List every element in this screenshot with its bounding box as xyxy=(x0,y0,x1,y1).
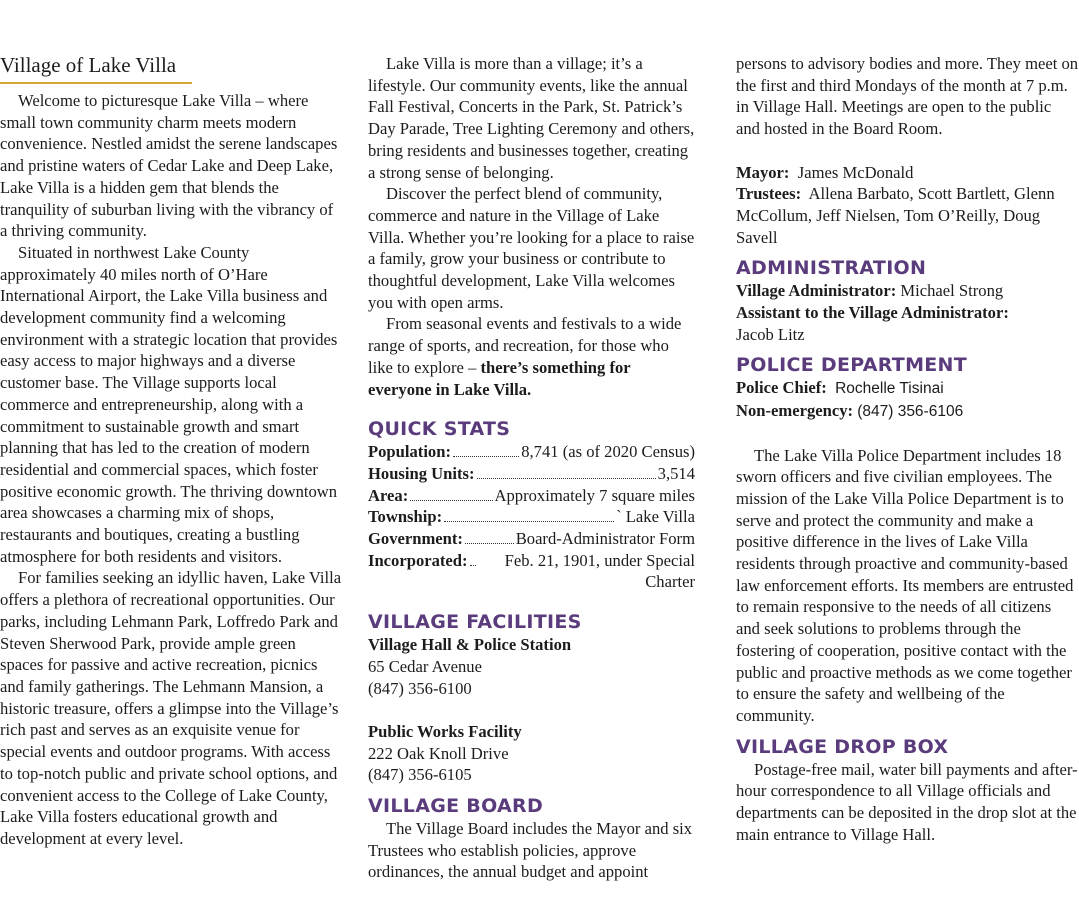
village-board-text: The Village Board includes the Mayor and… xyxy=(368,819,693,882)
intro-paragraph: Welcome to picturesque Lake Villa – wher… xyxy=(0,91,338,241)
stat-label: Housing Units: xyxy=(368,463,475,483)
page-title: Village of Lake Villa xyxy=(0,53,177,77)
police-chief-value: Rochelle Tisinai xyxy=(835,380,944,398)
stat-row-population: Population: 8,741 (as of 2020 Census) xyxy=(368,441,695,463)
stat-row-incorporated: Incorporated: Feb. 21, 1901, under Specia… xyxy=(368,550,695,593)
mayor-line: Mayor: James McDonald xyxy=(736,162,1079,184)
facility-address: 222 Oak Knoll Drive xyxy=(368,743,509,763)
non-emergency-value: (847) 356-6106 xyxy=(857,403,964,421)
mayor-value: James McDonald xyxy=(797,162,914,182)
drop-box-text: Postage-free mail, water bill payments a… xyxy=(736,759,1078,844)
column-2: Lake Villa is more than a village; it’s … xyxy=(368,53,695,883)
stat-leader xyxy=(453,456,520,458)
stat-value: ` Lake Villa xyxy=(616,507,695,527)
drop-box-heading: VILLAGE DROP BOX xyxy=(736,735,949,758)
quick-stats-heading: QUICK STATS xyxy=(368,418,511,441)
police-heading: POLICE DEPARTMENT xyxy=(736,354,968,377)
lifestyle-paragraph: Lake Villa is more than a village; it’s … xyxy=(368,54,695,182)
stat-value: Approximately 7 square miles xyxy=(494,485,695,505)
facility-address: 65 Cedar Avenue xyxy=(368,656,482,676)
administration-heading: ADMINISTRATION xyxy=(736,257,927,280)
assistant-label: Assistant to the Village Administrator: xyxy=(736,303,1009,323)
column-1: Village of Lake Villa Welcome to picture… xyxy=(0,0,343,850)
trustees-value: Allena Barbato, Scott Bartlett, Glenn Mc… xyxy=(736,184,1055,247)
stat-label: Incorporated: xyxy=(368,550,468,570)
administrator-label: Village Administrator: xyxy=(736,281,897,301)
stat-label: Government: xyxy=(368,529,463,549)
assistant-value: Jacob Litz xyxy=(736,324,805,344)
trustees-label: Trustees: xyxy=(736,184,802,204)
village-board-continued: persons to advisory bodies and more. The… xyxy=(736,54,1079,139)
stat-value: Board-Administrator Form xyxy=(515,529,695,549)
administrator-value: Michael Strong xyxy=(900,281,1004,301)
stat-value: 3,514 xyxy=(657,463,695,483)
non-emergency-line: Non-emergency: (847) 356-6106 xyxy=(736,400,1079,423)
stat-leader xyxy=(476,477,656,479)
trustees-line: Trustees: Allena Barbato, Scott Bartlett… xyxy=(736,183,1079,248)
police-text: The Lake Villa Police Department include… xyxy=(736,445,1074,725)
stat-row-township: Township: ` Lake Villa xyxy=(368,506,695,528)
stat-row-housing: Housing Units: 3,514 xyxy=(368,463,695,485)
facility-name: Public Works Facility xyxy=(368,721,522,741)
facility-name: Village Hall & Police Station xyxy=(368,635,572,655)
stat-leader xyxy=(410,499,493,501)
stat-leader xyxy=(469,564,476,566)
spacer xyxy=(736,423,1079,445)
spacer xyxy=(736,140,1079,162)
stat-leader xyxy=(464,543,514,545)
village-board-heading: VILLAGE BOARD xyxy=(368,795,544,818)
police-chief-label: Police Chief: xyxy=(736,378,827,398)
mayor-label: Mayor: xyxy=(736,162,790,182)
business-paragraph: Situated in northwest Lake County approx… xyxy=(0,242,338,566)
stat-value: 8,741 (as of 2020 Census) xyxy=(521,442,695,462)
explore-bold-text: there’s something for everyone in Lake V… xyxy=(368,357,631,399)
non-emergency-label: Non-emergency: xyxy=(736,401,854,421)
families-paragraph: For families seeking an idyllic haven, L… xyxy=(0,568,342,848)
quick-stats-list: Population: 8,741 (as of 2020 Census) Hou… xyxy=(368,441,695,593)
explore-text: From seasonal events and festivals to a … xyxy=(368,314,682,377)
police-chief-line: Police Chief: Rochelle Tisinai xyxy=(736,377,1079,400)
stat-label: Population: xyxy=(368,442,451,462)
column-3: persons to advisory bodies and more. The… xyxy=(736,53,1079,845)
stat-value: Feb. 21, 1901, under Special Charter xyxy=(504,550,695,592)
stat-row-government: Government: Board-Administrator Form xyxy=(368,528,695,550)
stat-leader xyxy=(444,521,615,523)
spacer xyxy=(368,699,695,721)
explore-paragraph: From seasonal events and festivals to a … xyxy=(368,313,695,400)
stat-label: Area: xyxy=(368,485,409,505)
discover-paragraph: Discover the perfect blend of community,… xyxy=(368,184,695,312)
facility-phone: (847) 356-6100 xyxy=(368,678,472,698)
stat-label: Township: xyxy=(368,507,443,527)
administrator-line: Village Administrator: Michael Strong xyxy=(736,280,1079,302)
facilities-heading: VILLAGE FACILITIES xyxy=(368,611,582,634)
title-underline xyxy=(0,82,192,84)
facility-phone: (847) 356-6105 xyxy=(368,765,472,785)
stat-row-area: Area: Approximately 7 square miles xyxy=(368,485,695,507)
